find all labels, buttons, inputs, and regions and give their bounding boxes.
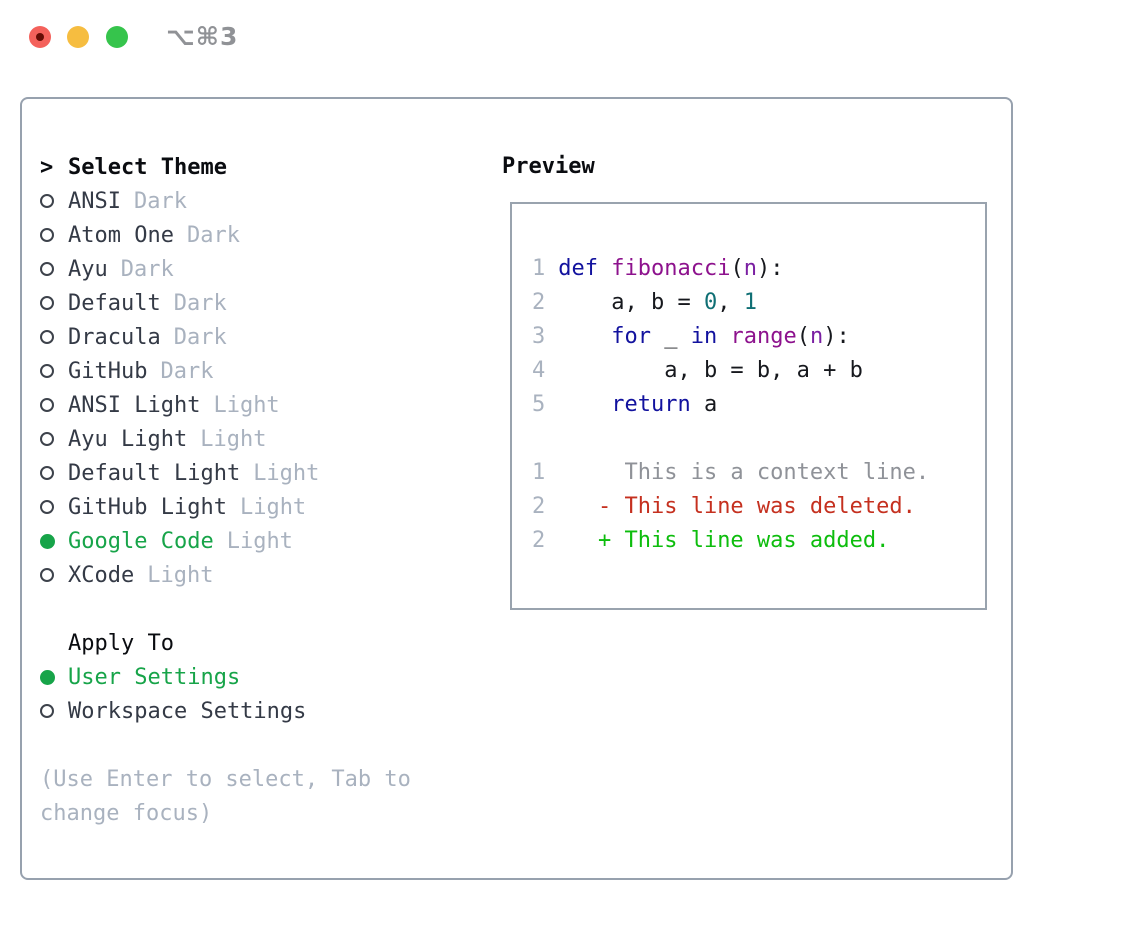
theme-variant-badge: Dark bbox=[173, 290, 227, 316]
theme-variant-badge: Light bbox=[200, 426, 267, 452]
line-number: 2 bbox=[532, 494, 546, 519]
radio-icon bbox=[40, 466, 68, 480]
line-number: 1 bbox=[532, 256, 546, 281]
radio-selected-icon bbox=[40, 669, 68, 685]
theme-option-ansi-light[interactable]: ANSI Light Light bbox=[40, 388, 411, 422]
cursor-icon: > bbox=[40, 154, 54, 180]
select-theme-header: > Select Theme bbox=[40, 150, 411, 184]
theme-option-ayu-dark[interactable]: Ayu Dark bbox=[40, 252, 411, 286]
theme-variant-badge: Dark bbox=[120, 256, 174, 282]
select-theme-header-label: Select Theme bbox=[68, 154, 227, 180]
window-title: ⌥⌘3 bbox=[166, 22, 239, 51]
line-number: 4 bbox=[532, 358, 546, 383]
radio-icon bbox=[40, 364, 68, 378]
zoom-button[interactable] bbox=[106, 26, 128, 48]
theme-option-ansi-dark[interactable]: ANSI Dark bbox=[40, 184, 411, 218]
theme-variant-badge: Light bbox=[147, 562, 214, 588]
radio-icon bbox=[40, 568, 68, 582]
code-line: 4 a, b = b, a + b bbox=[532, 354, 985, 388]
theme-variant-badge: Light bbox=[239, 494, 307, 520]
help-text-line1: (Use Enter to select, Tab to bbox=[40, 766, 411, 792]
theme-variant-badge: Dark bbox=[173, 324, 227, 350]
theme-option-ayu-light[interactable]: Ayu Light Light bbox=[40, 422, 411, 456]
window-titlebar: ⌥⌘3 bbox=[0, 0, 1140, 74]
diff-deleted-line: 2 - This line was deleted. bbox=[532, 490, 985, 524]
line-number: 2 bbox=[532, 290, 546, 315]
close-button[interactable] bbox=[29, 26, 51, 48]
theme-option-google-code-selected[interactable]: Google Code Light bbox=[40, 524, 411, 558]
radio-icon bbox=[40, 432, 68, 446]
diff-context-line: 1 This is a context line. bbox=[532, 456, 985, 490]
theme-list: > Select Theme ANSI Dark Atom One Dark A… bbox=[40, 150, 411, 830]
code-line: 2 a, b = 0, 1 bbox=[532, 286, 985, 320]
preview-header: Preview bbox=[502, 154, 595, 179]
radio-icon bbox=[40, 228, 68, 242]
theme-option-xcode-light[interactable]: XCode Light bbox=[40, 558, 411, 592]
theme-variant-badge: Dark bbox=[133, 188, 187, 214]
radio-icon bbox=[40, 330, 68, 344]
spacer bbox=[40, 592, 411, 626]
minimize-button[interactable] bbox=[67, 26, 89, 48]
theme-option-atom-one-dark[interactable]: Atom One Dark bbox=[40, 218, 411, 252]
theme-picker-panel: > Select Theme ANSI Dark Atom One Dark A… bbox=[20, 97, 1013, 880]
theme-variant-badge: Dark bbox=[186, 222, 240, 248]
code-line: 3 for _ in range(n): bbox=[532, 320, 985, 354]
spacer bbox=[40, 728, 411, 762]
theme-variant-badge: Dark bbox=[160, 358, 214, 384]
theme-option-default-dark[interactable]: Default Dark bbox=[40, 286, 411, 320]
radio-icon bbox=[40, 296, 68, 310]
theme-variant-badge: Light bbox=[226, 528, 293, 554]
apply-option-user-settings-selected[interactable]: User Settings bbox=[40, 660, 411, 694]
apply-option-workspace-settings[interactable]: Workspace Settings bbox=[40, 694, 411, 728]
radio-icon bbox=[40, 194, 68, 208]
theme-option-github-light[interactable]: GitHub Light Light bbox=[40, 490, 411, 524]
theme-option-dracula-dark[interactable]: Dracula Dark bbox=[40, 320, 411, 354]
radio-selected-icon bbox=[40, 533, 68, 549]
radio-icon bbox=[40, 500, 68, 514]
apply-to-header: Apply To bbox=[40, 626, 411, 660]
code-line: 5 return a bbox=[532, 388, 985, 422]
line-number: 5 bbox=[532, 392, 546, 417]
apply-to-header-label: Apply To bbox=[68, 630, 174, 656]
theme-option-github-dark[interactable]: GitHub Dark bbox=[40, 354, 411, 388]
radio-icon bbox=[40, 398, 68, 412]
help-text-line2: change focus) bbox=[40, 800, 213, 826]
blank-line bbox=[532, 422, 985, 456]
diff-added-line: 2 + This line was added. bbox=[532, 524, 985, 558]
line-number: 3 bbox=[532, 324, 546, 349]
theme-variant-badge: Light bbox=[213, 392, 280, 418]
line-number: 2 bbox=[532, 528, 546, 553]
radio-icon bbox=[40, 262, 68, 276]
line-number: 1 bbox=[532, 460, 546, 485]
radio-icon bbox=[40, 704, 68, 718]
theme-variant-badge: Light bbox=[253, 460, 320, 486]
theme-option-default-light[interactable]: Default Light Light bbox=[40, 456, 411, 490]
